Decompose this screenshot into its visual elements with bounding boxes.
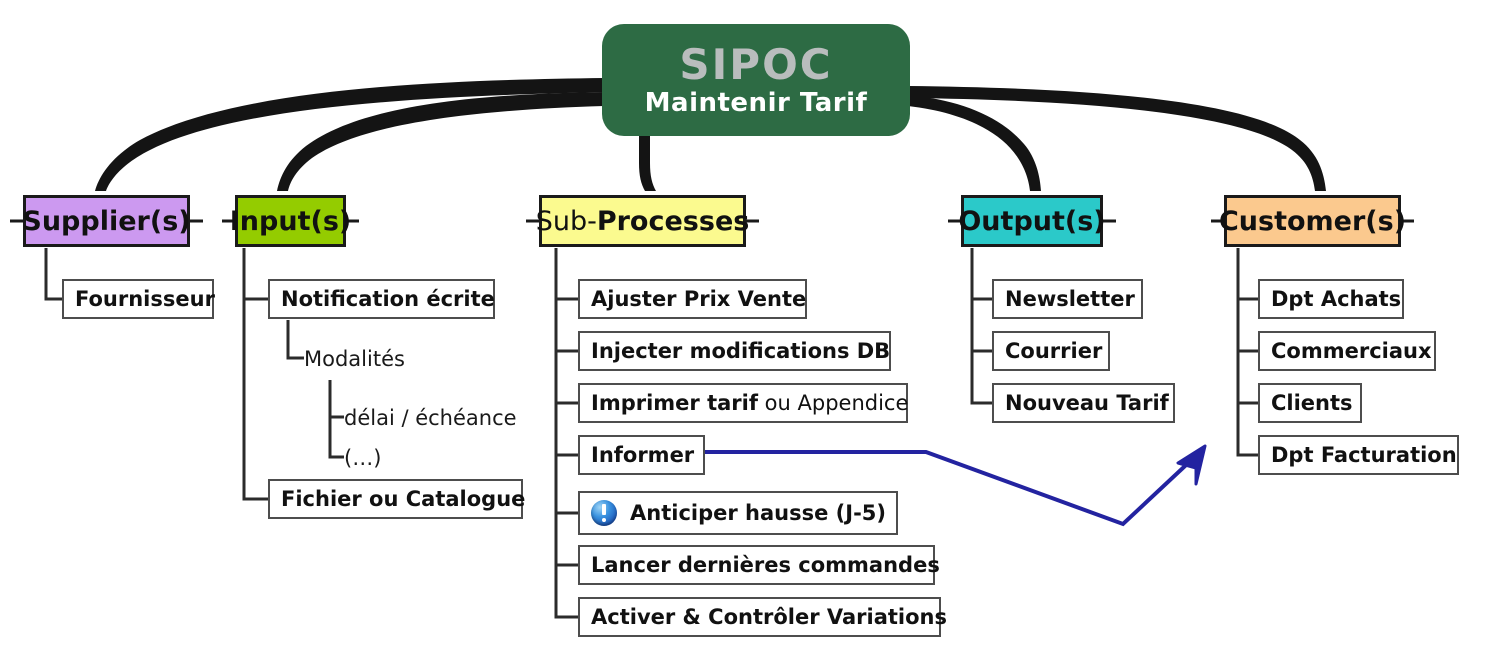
column-header-input[interactable]: Input(s) [230,195,351,247]
column-header-output-label: Output(s) [958,205,1106,237]
node-fournisseur-label: Fournisseur [75,287,215,311]
node-ellipsis: (…) [344,446,381,470]
node-modalites: Modalités [304,347,405,371]
column-header-subprocesses-prefix: Sub- [535,205,597,237]
node-courrier-label: Courrier [1005,339,1103,363]
node-newsletter[interactable]: Newsletter [992,279,1143,319]
node-notification-ecrite-label: Notification écrite [281,287,495,311]
node-dpt-facturation[interactable]: Dpt Facturation [1258,435,1459,475]
node-modalites-label: Modalités [304,347,405,371]
node-imprimer-tarif-bold: Imprimer tarif [591,391,758,415]
connector-root-to-customer [908,86,1326,191]
column-header-subprocesses-label: Sub-Processes [536,206,750,237]
column-header-subprocesses[interactable]: Sub-Processes [536,195,749,247]
node-dpt-achats-label: Dpt Achats [1271,287,1402,311]
node-imprimer-tarif-label: Imprimer tarif ou Appendice [591,391,908,415]
node-dpt-achats[interactable]: Dpt Achats [1258,279,1404,319]
node-ajuster-prix-vente[interactable]: Ajuster Prix Vente [578,279,807,319]
node-nouveau-tarif[interactable]: Nouveau Tarif [992,383,1175,423]
sipoc-title: SIPOC [679,40,833,89]
node-informer[interactable]: Informer [578,435,705,475]
node-courrier[interactable]: Courrier [992,331,1110,371]
sipoc-root-box: SIPOC Maintenir Tarif [602,24,910,136]
node-ajuster-prix-vente-label: Ajuster Prix Vente [591,287,807,311]
node-injecter-modifications-db-label: Injecter modifications DB [591,339,891,363]
node-imprimer-tarif[interactable]: Imprimer tarif ou Appendice [578,383,908,423]
column-header-supplier[interactable]: Supplier(s) [22,195,191,247]
node-delai-echeance-label: délai / échéance [344,406,517,430]
node-nouveau-tarif-label: Nouveau Tarif [1005,391,1169,415]
node-fichier-ou-catalogue-label: Fichier ou Catalogue [281,487,526,511]
alert-icon [591,500,617,526]
node-fichier-ou-catalogue[interactable]: Fichier ou Catalogue [268,479,526,519]
column-header-output[interactable]: Output(s) [958,195,1106,247]
node-lancer-dernieres-commandes[interactable]: Lancer dernières commandes [578,545,940,585]
tree-subprocesses [554,248,578,619]
node-anticiper-hausse-label: Anticiper hausse (J-5) [630,501,886,525]
node-clients-label: Clients [1271,391,1353,415]
node-lancer-dernieres-commandes-label: Lancer dernières commandes [591,553,940,577]
connector-root-to-supplier [95,78,604,191]
node-delai-echeance: délai / échéance [344,406,517,430]
node-imprimer-tarif-light: ou Appendice [757,391,909,415]
sipoc-subtitle: Maintenir Tarif [644,88,868,118]
column-header-input-label: Input(s) [229,205,352,237]
connector-root-to-input [277,92,604,191]
node-notification-ecrite[interactable]: Notification écrite [268,279,495,319]
column-header-customer[interactable]: Customer(s) [1219,195,1406,247]
node-clients[interactable]: Clients [1258,383,1362,423]
node-commerciaux-label: Commerciaux [1271,339,1432,363]
connector-root-to-output [908,95,1041,191]
tree-output [970,248,992,405]
node-activer-controler-variations[interactable]: Activer & Contrôler Variations [578,597,947,637]
node-fournisseur[interactable]: Fournisseur [62,279,215,319]
tree-customer [1236,248,1258,457]
node-ellipsis-label: (…) [344,446,382,470]
node-activer-controler-variations-label: Activer & Contrôler Variations [591,605,947,629]
node-injecter-modifications-db[interactable]: Injecter modifications DB [578,331,891,371]
connector-root-to-subprocesses [639,136,656,191]
node-anticiper-hausse[interactable]: Anticiper hausse (J-5) [578,491,898,535]
node-informer-label: Informer [591,443,695,467]
column-header-subprocesses-suffix: Processes [596,205,750,237]
node-dpt-facturation-label: Dpt Facturation [1271,443,1457,467]
node-commerciaux[interactable]: Commerciaux [1258,331,1436,371]
column-header-customer-label: Customer(s) [1218,205,1407,237]
column-header-supplier-label: Supplier(s) [22,205,191,237]
tree-supplier [44,248,62,301]
node-newsletter-label: Newsletter [1005,287,1135,311]
